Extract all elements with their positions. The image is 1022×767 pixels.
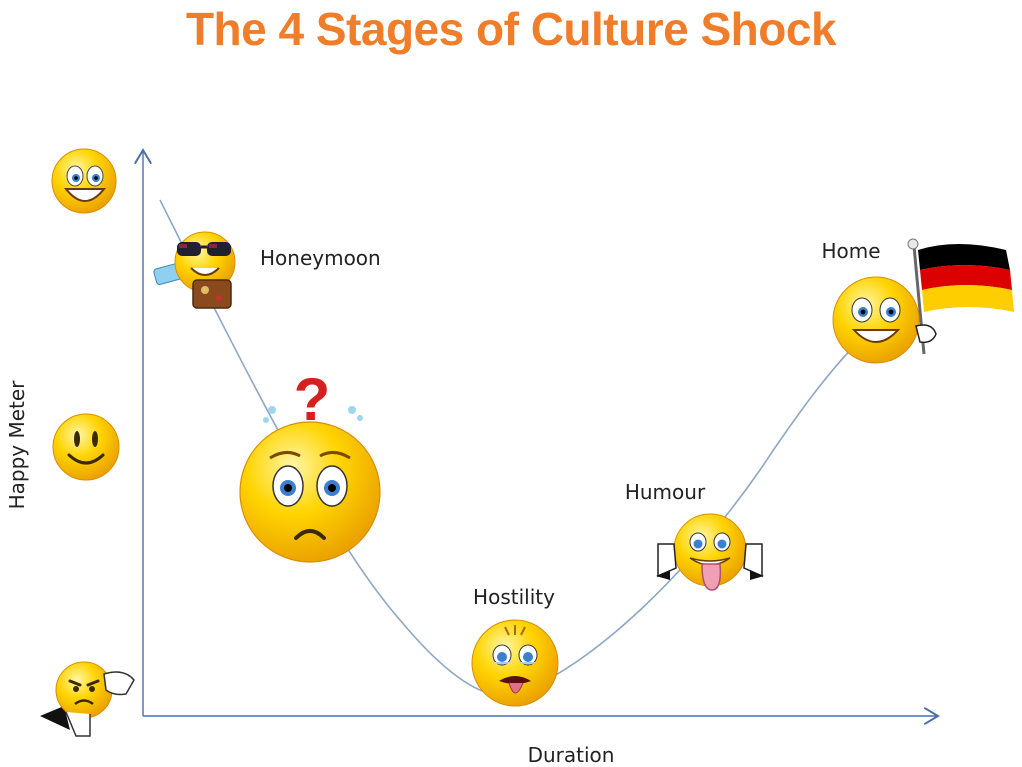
thumbs-down-emoji-icon xyxy=(40,661,135,737)
confused-question-emoji-icon: ? xyxy=(239,366,381,563)
page-title: The 4 Stages of Culture Shock xyxy=(185,3,837,55)
svg-text:?: ? xyxy=(294,366,331,433)
stage-label-home: Home xyxy=(821,239,880,263)
crying-emoji-icon xyxy=(471,619,559,707)
y-axis-label: Happy Meter xyxy=(5,380,29,510)
x-axis-label: Duration xyxy=(528,743,615,767)
sunglasses-traveler-emoji-icon xyxy=(153,231,236,309)
stage-label-honeymoon: Honeymoon xyxy=(260,246,381,270)
neutral-smile-emoji-icon xyxy=(52,413,120,481)
emoji-with-flag-icon xyxy=(832,238,1014,364)
very-happy-emoji-icon xyxy=(51,148,117,214)
tongue-out-emoji-icon xyxy=(656,513,764,591)
stage-label-humour: Humour xyxy=(625,480,706,504)
stage-label-hostility: Hostility xyxy=(473,585,555,609)
